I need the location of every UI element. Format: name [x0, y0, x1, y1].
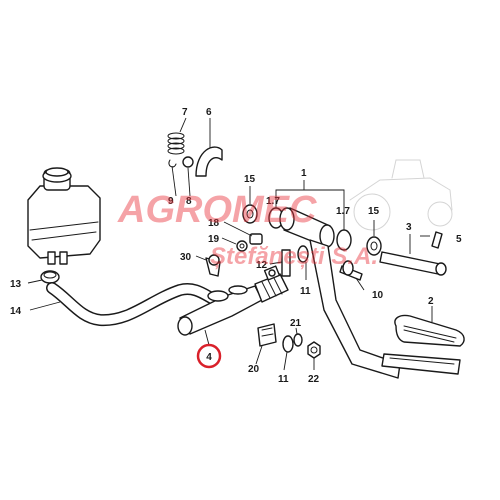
- label-5: 5: [456, 234, 462, 245]
- label-19: 19: [208, 234, 220, 245]
- label-15-left: 15: [244, 174, 256, 185]
- label-14: 14: [10, 306, 22, 317]
- washer-11-upper: [297, 245, 309, 263]
- pivot-pin-3: [379, 251, 447, 276]
- label-1-7-right: 1.7: [336, 206, 350, 217]
- label-6: 6: [206, 107, 212, 118]
- stud-20: [257, 323, 277, 347]
- label-18: 18: [208, 218, 220, 229]
- watermark-line-1: AGROMEC: [117, 189, 317, 231]
- hose-clamp: [40, 270, 60, 284]
- highlight-part-4[interactable]: 4: [196, 343, 222, 369]
- label-8: 8: [186, 196, 192, 207]
- washer-15-left: [242, 204, 258, 224]
- bolt-10: [339, 260, 363, 281]
- split-pin-5: [431, 231, 443, 249]
- label-1: 1: [301, 168, 307, 179]
- label-13: 13: [10, 279, 22, 290]
- label-4: 4: [206, 352, 212, 363]
- label-10: 10: [372, 290, 384, 301]
- label-21: 21: [290, 318, 302, 329]
- watermark: AGROMEC Ștefănești S.A.: [117, 189, 378, 270]
- label-11-lower: 11: [278, 374, 289, 385]
- fluid-reservoir: [27, 167, 101, 265]
- label-3: 3: [406, 222, 412, 233]
- nut-22: [307, 341, 321, 359]
- supply-hose: [46, 282, 221, 327]
- washer-15-right: [366, 236, 382, 256]
- label-12: 12: [256, 260, 268, 271]
- label-30: 30: [180, 252, 192, 263]
- retaining-clip: [168, 159, 177, 168]
- label-22: 22: [308, 374, 320, 385]
- washer-11-lower: [282, 335, 294, 353]
- label-1-7-left: 1.7: [266, 196, 280, 207]
- return-spring: [167, 132, 185, 155]
- watermark-tractor-illustration: [349, 159, 453, 231]
- highlight-ring: [196, 343, 222, 369]
- pivot-pin-18: [249, 233, 263, 245]
- spring-seat: [182, 156, 194, 168]
- part-labels: 7 6 9 8 15 1 1.7 1.7 15 3 5 18 19 30 12 …: [10, 107, 462, 385]
- pushrod-12: [281, 249, 291, 277]
- pedal-pad: [381, 314, 465, 375]
- banjo-fitting: [205, 254, 221, 277]
- washer-21: [293, 333, 303, 347]
- spring-bracket: [195, 146, 223, 177]
- pedal-hub-shaft: [279, 207, 335, 248]
- label-7: 7: [182, 107, 188, 118]
- label-20: 20: [248, 364, 260, 375]
- label-15-right: 15: [368, 206, 380, 217]
- watermark-line-2: Ștefănești S.A.: [210, 243, 378, 270]
- bolt-19: [236, 240, 248, 252]
- label-9: 9: [168, 196, 174, 207]
- label-2: 2: [428, 296, 434, 307]
- leader-lines: [27, 117, 433, 371]
- label-11-upper: 11: [300, 286, 311, 297]
- master-cylinder: [177, 265, 289, 336]
